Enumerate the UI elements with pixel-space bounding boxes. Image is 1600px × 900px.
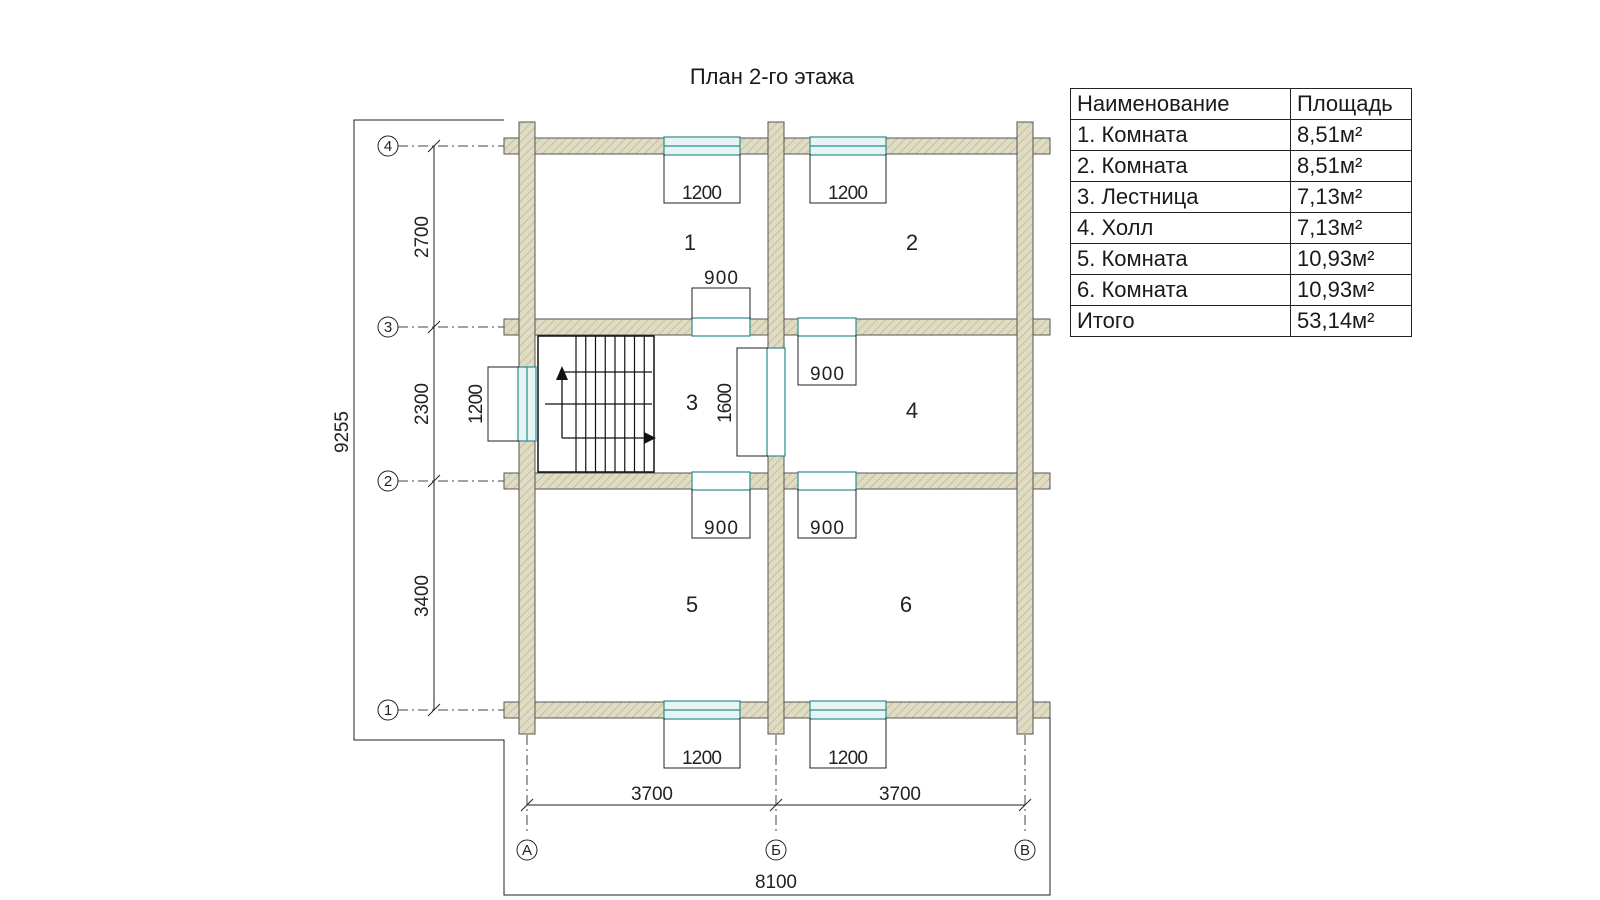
table-cell-name: Итого (1070, 305, 1291, 337)
axis-marker-3 (377, 316, 399, 338)
table-cell-name: 3. Лестница (1070, 181, 1291, 213)
dim-tick (769, 798, 783, 812)
dim-door-1-3: 900 (704, 268, 738, 289)
dim-window-top-left: 1200 (682, 183, 722, 204)
table-cell-area: 10,93м² (1290, 274, 1412, 306)
plan-title: План 2-го этажа (689, 64, 855, 89)
openings (517, 136, 887, 720)
dim-tick (427, 320, 441, 334)
dim-door-3-5: 900 (704, 518, 738, 539)
axis-marker-1 (377, 699, 399, 721)
dim-window-bottom-left: 1200 (682, 748, 722, 769)
stair-arrow-head (556, 366, 568, 380)
axis-markers: 4 3 2 1 А Б В (377, 135, 1036, 861)
table-row-total: Итого 53,14м² (1070, 305, 1412, 337)
dimension-chains: 9255 8100 2700 2300 3400 3700 3700 (332, 119, 1051, 896)
door-4-6 (797, 471, 857, 491)
table-cell-area: 53,14м² (1290, 305, 1412, 337)
table-cell-area: 7,13м² (1290, 181, 1412, 213)
room-number-5: 5 (686, 592, 698, 617)
table-cell-area: 8,51м² (1290, 119, 1412, 151)
dim-window-top-right: 1200 (828, 183, 868, 204)
axis-marker-a (516, 839, 538, 861)
dim-bracket (663, 154, 741, 204)
table-row: 2. Комната 8,51м² (1070, 150, 1412, 182)
dim-window-stair: 1200 (466, 384, 487, 424)
room-number-3: 3 (686, 390, 698, 415)
room-number-1: 1 (684, 230, 696, 255)
dim-bracket (691, 489, 751, 539)
dim-tick (427, 474, 441, 488)
table-row: 1. Комната 8,51м² (1070, 119, 1412, 151)
table-cell-name: 5. Комната (1070, 243, 1291, 275)
dim-span-a-b: 3700 (631, 784, 673, 805)
dim-overall-outline (353, 119, 1051, 896)
axis-label-v: В (1020, 842, 1030, 859)
room-number-6: 6 (900, 592, 912, 617)
table-cell-name: 1. Комната (1070, 119, 1291, 151)
opening-3-4 (766, 347, 786, 457)
table-cell-name: 4. Холл (1070, 212, 1291, 244)
dim-overall-width: 8100 (755, 872, 797, 893)
table-cell-area: 7,13м² (1290, 212, 1412, 244)
dim-bracket (809, 718, 887, 769)
axis-marker-v (1014, 839, 1036, 861)
room-labels: 1 2 3 4 5 6 (684, 230, 918, 617)
dim-tick (427, 139, 441, 153)
dim-bracket (797, 489, 857, 539)
table-row: 4. Холл 7,13м² (1070, 212, 1412, 244)
dim-bracket (663, 718, 741, 769)
axis-label-4: 4 (384, 138, 392, 155)
room-number-2: 2 (906, 230, 918, 255)
table-cell-area: 10,93м² (1290, 243, 1412, 275)
dim-span-4-3: 2700 (412, 216, 433, 258)
dim-door-3-4: 900 (810, 364, 844, 385)
axis-marker-4 (377, 135, 399, 157)
axis-marker-b (765, 839, 787, 861)
door-3-5 (691, 471, 751, 491)
opening-dimensions: 1200 1200 900 900 900 900 1200 1200 1200… (466, 154, 887, 769)
wall-right (1016, 121, 1034, 735)
dim-bracket (797, 335, 857, 386)
axis-label-3: 3 (384, 319, 392, 336)
dim-bracket (736, 347, 768, 457)
staircase (537, 335, 656, 473)
axis-label-b: Б (771, 842, 781, 859)
axis-label-1: 1 (384, 702, 392, 719)
dim-tick (1018, 798, 1032, 812)
table-cell-name: 2. Комната (1070, 150, 1291, 182)
axis-marker-2 (377, 470, 399, 492)
dim-opening-3-4: 1600 (715, 383, 736, 423)
dim-bracket (809, 154, 887, 204)
table-row: 3. Лестница 7,13м² (1070, 181, 1412, 213)
dim-window-bottom-right: 1200 (828, 748, 868, 769)
table-header-name: Наименование (1070, 88, 1291, 120)
stair-arrow-head-end (644, 432, 656, 444)
axis-label-a: А (522, 842, 532, 859)
dim-span-3-2: 2300 (412, 383, 433, 425)
dim-door-4-6: 900 (810, 518, 844, 539)
room-number-4: 4 (906, 398, 918, 423)
dim-span-2-1: 3400 (412, 575, 433, 617)
table-cell-area: 8,51м² (1290, 150, 1412, 182)
dim-span-b-v: 3700 (879, 784, 921, 805)
dim-bracket (487, 366, 519, 442)
dim-tick (427, 703, 441, 717)
axis-label-2: 2 (384, 473, 392, 490)
area-table: Наименование Площадь 1. Комната 8,51м² 2… (1070, 88, 1412, 337)
door-3-4 (797, 317, 857, 337)
table-row: 5. Комната 10,93м² (1070, 243, 1412, 275)
door-1-3 (691, 317, 751, 337)
dim-tick (520, 798, 534, 812)
dim-overall-height: 9255 (332, 411, 353, 453)
dim-bracket (691, 287, 751, 319)
